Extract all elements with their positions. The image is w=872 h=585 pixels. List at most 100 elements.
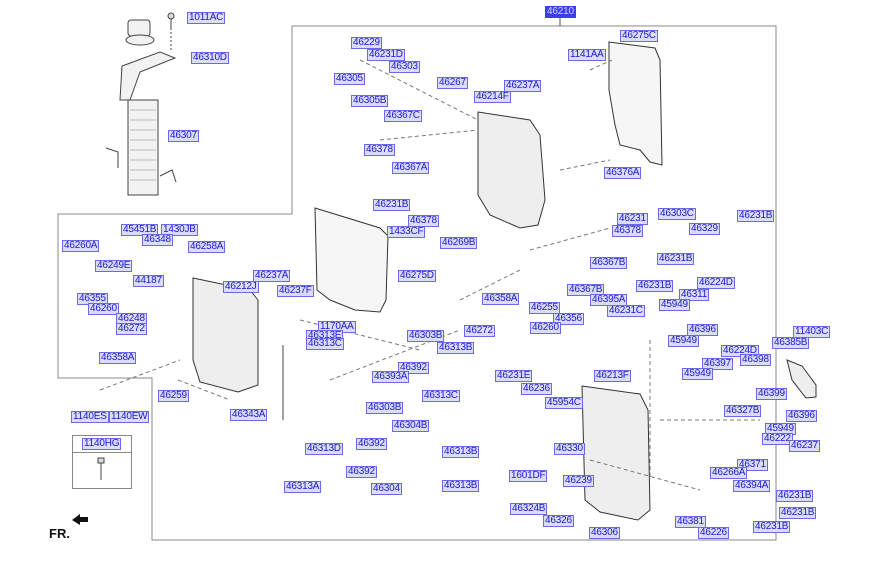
part-label[interactable]: 46231B — [737, 210, 775, 222]
part-label[interactable]: 46396 — [786, 410, 817, 422]
part-label[interactable]: 46343A — [230, 409, 268, 421]
part-label[interactable]: 46303B — [407, 330, 445, 342]
part-label[interactable]: 46397 — [702, 358, 733, 370]
part-label[interactable]: 46313D — [305, 443, 343, 455]
part-label[interactable]: 46231D — [367, 49, 405, 61]
part-label[interactable]: 46394A — [733, 480, 771, 492]
part-label[interactable]: 46348 — [142, 234, 173, 246]
part-label[interactable]: 46392 — [356, 438, 387, 450]
part-label[interactable]: 46324B — [510, 503, 548, 515]
part-label[interactable]: 46231C — [607, 305, 645, 317]
part-label[interactable]: 46269B — [440, 237, 478, 249]
part-label[interactable]: 1430JB — [161, 224, 198, 236]
part-label[interactable]: 46260 — [88, 303, 119, 315]
part-label[interactable]: 46249E — [95, 260, 133, 272]
part-label[interactable]: 46231B — [753, 521, 791, 533]
part-label[interactable]: 46224D — [697, 277, 735, 289]
part-label[interactable]: 46237A — [504, 80, 542, 92]
part-label[interactable]: 46304B — [392, 420, 430, 432]
part-label[interactable]: 46329 — [689, 223, 720, 235]
part-label[interactable]: 45451B — [121, 224, 159, 236]
part-label[interactable]: 46367B — [590, 257, 628, 269]
part-label[interactable]: 46313B — [437, 342, 475, 354]
part-label[interactable]: 46275C — [620, 30, 658, 42]
part-label[interactable]: 46367B — [567, 284, 605, 296]
part-label[interactable]: 46237 — [789, 440, 820, 452]
part-label[interactable]: 45954C — [545, 397, 583, 409]
part-label[interactable]: 46305B — [351, 95, 389, 107]
part-label[interactable]: 46258A — [188, 241, 226, 253]
part-label[interactable]: 46231B — [776, 490, 814, 502]
part-label[interactable]: 46385B — [772, 337, 810, 349]
part-label[interactable]: 46231B — [779, 507, 817, 519]
part-label[interactable]: 46313B — [442, 480, 480, 492]
part-label[interactable]: 46327B — [724, 405, 762, 417]
part-label[interactable]: 46239 — [563, 475, 594, 487]
part-label[interactable]: 46231E — [495, 370, 533, 382]
part-label[interactable]: 46226 — [698, 527, 729, 539]
part-label[interactable]: 45949 — [682, 368, 713, 380]
part-label[interactable]: 1141AA — [568, 49, 606, 61]
part-label[interactable]: 46307 — [168, 130, 199, 142]
part-label[interactable]: 46399 — [756, 388, 787, 400]
part-label[interactable]: 46311 — [679, 289, 710, 301]
part-label[interactable]: 46272 — [116, 323, 147, 335]
part-label[interactable]: 46392 — [346, 466, 377, 478]
part-label[interactable]: 1601DF — [509, 470, 548, 482]
part-label[interactable]: 46214F — [474, 91, 511, 103]
part-label[interactable]: 46381 — [675, 516, 706, 528]
part-label[interactable]: 46231 — [617, 213, 648, 225]
part-label[interactable]: 46303B — [366, 402, 404, 414]
part-label[interactable]: 1140ES — [71, 411, 109, 423]
part-label[interactable]: 1140HG — [82, 438, 122, 450]
part-label[interactable]: 1140EW — [109, 411, 150, 423]
part-label[interactable]: 46313C — [422, 390, 460, 402]
part-label[interactable]: 46396 — [687, 324, 718, 336]
part-label[interactable]: 46266A — [710, 467, 748, 479]
part-label[interactable]: 46304 — [371, 483, 402, 495]
part-label[interactable]: 45949 — [659, 299, 690, 311]
part-label[interactable]: 46255 — [529, 302, 560, 314]
part-label[interactable]: 46313B — [442, 446, 480, 458]
part-label[interactable]: 46267 — [437, 77, 468, 89]
part-label[interactable]: 46222 — [762, 433, 793, 445]
part-label[interactable]: 46259 — [158, 390, 189, 402]
part-label[interactable]: 46237F — [277, 285, 314, 297]
part-label[interactable]: 46213F — [594, 370, 631, 382]
part-label[interactable]: 46326 — [543, 515, 574, 527]
part-label[interactable]: 46231B — [373, 199, 411, 211]
part-label[interactable]: 46237A — [253, 270, 291, 282]
part-label[interactable]: 46260A — [62, 240, 100, 252]
part-label[interactable]: 46236 — [521, 383, 552, 395]
part-label[interactable]: 46393A — [372, 371, 410, 383]
part-label[interactable]: 46313A — [284, 481, 322, 493]
part-label[interactable]: 46330 — [554, 443, 585, 455]
part-label[interactable]: 46275D — [398, 270, 436, 282]
part-label[interactable]: 46367A — [392, 162, 430, 174]
part-label[interactable]: 46313C — [306, 338, 344, 350]
part-label[interactable]: 46305 — [334, 73, 365, 85]
part-label[interactable]: 44187 — [133, 275, 164, 287]
part-label[interactable]: 46310D — [191, 52, 229, 64]
part-label[interactable]: 46229 — [351, 37, 382, 49]
part-label[interactable]: 46378 — [364, 144, 395, 156]
main-assembly-label[interactable]: 46210 — [545, 6, 576, 18]
part-label[interactable]: 46398 — [740, 354, 771, 366]
part-label[interactable]: 46367C — [384, 110, 422, 122]
part-label[interactable]: 46303 — [389, 61, 420, 73]
part-label[interactable]: 46231B — [636, 280, 674, 292]
part-label[interactable]: 46303C — [658, 208, 696, 220]
part-label[interactable]: 46272 — [464, 325, 495, 337]
part-label[interactable]: 1433CF — [387, 226, 426, 238]
part-label[interactable]: 46212J — [223, 281, 259, 293]
part-label[interactable]: 46376A — [604, 167, 642, 179]
part-label[interactable]: 46378 — [612, 225, 643, 237]
part-label[interactable]: 45949 — [668, 335, 699, 347]
part-label[interactable]: 46260 — [530, 322, 561, 334]
part-label[interactable]: 46306 — [589, 527, 620, 539]
part-label[interactable]: 46231B — [657, 253, 695, 265]
part-label[interactable]: 46358A — [99, 352, 137, 364]
part-label[interactable]: 1011AC — [187, 12, 226, 24]
part-label[interactable]: 46358A — [482, 293, 520, 305]
part-label[interactable]: 11403C — [793, 326, 831, 338]
